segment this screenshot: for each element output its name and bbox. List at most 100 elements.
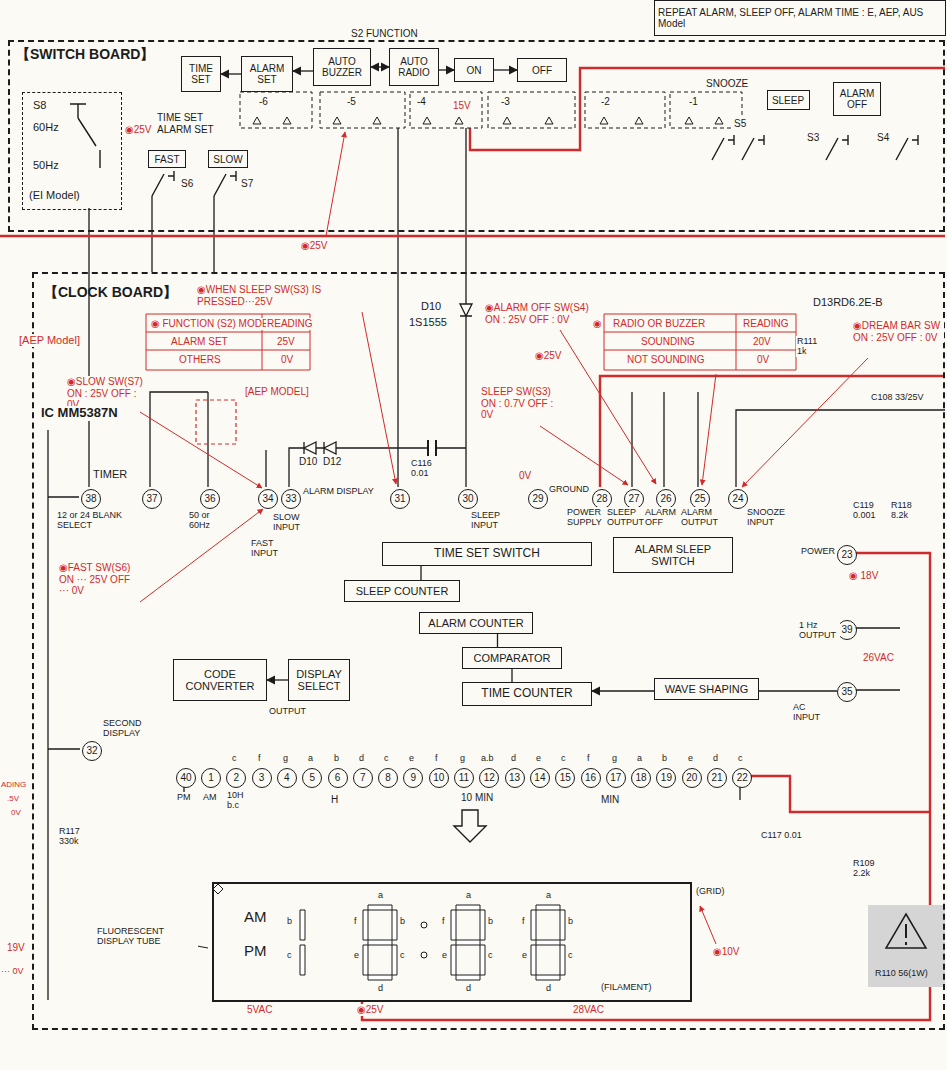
annotation-text: f xyxy=(521,916,526,926)
ic-pin: 15 xyxy=(555,768,575,788)
annotation-text: (FILAMENT) xyxy=(600,982,653,992)
ic-pin: 13 xyxy=(505,768,525,788)
pin-number: 26 xyxy=(660,494,671,504)
function-block: ALARM COUNTER xyxy=(419,612,533,634)
annotation-text: AM xyxy=(202,792,218,802)
pin-number: 2 xyxy=(234,773,240,783)
annotation-text: SLEEP OUTPUT xyxy=(606,507,644,528)
ic-pin: 6 xyxy=(328,768,348,788)
ic-pin: 23 xyxy=(837,545,857,565)
annotation-text: PM xyxy=(176,792,192,802)
function-block: OFF xyxy=(517,58,567,82)
ic-pin: 2 xyxy=(226,768,246,788)
annotation-text: SOUNDING xyxy=(640,336,696,348)
annotation-text: 20V xyxy=(752,336,772,348)
ic-pin: 16 xyxy=(581,768,601,788)
leader-line xyxy=(326,132,345,236)
annotation-text: POWER xyxy=(800,546,836,556)
annotation-text: c xyxy=(560,753,567,763)
pin-number: 20 xyxy=(686,773,697,783)
annotation-text: FAST INPUT xyxy=(250,538,292,559)
annotation-text: 19V xyxy=(6,942,26,954)
pin-number: 28 xyxy=(596,494,607,504)
leader-line xyxy=(140,412,262,488)
annotation-text: e xyxy=(687,753,694,763)
ic-pin: 38 xyxy=(81,489,101,509)
annotation-text: S5 xyxy=(733,118,747,130)
pin-number: 27 xyxy=(628,494,639,504)
safety-box xyxy=(868,905,945,987)
aep-option-box xyxy=(196,400,236,444)
annotation-text: a xyxy=(307,753,314,763)
ic-pin: 33 xyxy=(281,489,301,509)
annotation-text: READING xyxy=(742,318,790,330)
function-block: DISPLAY SELECT xyxy=(288,659,350,701)
annotation-text: ◉ FUNCTION (S2) MODE xyxy=(150,318,270,330)
annotation-text: f xyxy=(353,916,358,926)
annotation-text: b xyxy=(333,753,340,763)
annotation-text: a xyxy=(465,890,472,900)
annotation-text: 5VAC xyxy=(246,1004,273,1016)
wire xyxy=(48,128,945,1000)
function-block: SLEEP xyxy=(767,90,810,110)
indicator-diamond xyxy=(213,884,223,894)
annotation-text: ◉25V xyxy=(300,240,329,252)
connector xyxy=(511,669,512,682)
ic-pin: 20 xyxy=(682,768,702,788)
ic-pin: 28 xyxy=(592,489,612,509)
annotation-text: d xyxy=(358,753,365,763)
block-label: AUTO BUZZER xyxy=(317,56,367,78)
pin-number: 11 xyxy=(459,773,469,783)
annotation-text: ◉FAST SW(S6) ON ··· 25V OFF ··· 0V xyxy=(58,562,142,597)
block-label: SLOW xyxy=(213,154,242,165)
annotation-text: 1S1555 xyxy=(408,316,448,329)
annotation-text: f xyxy=(257,753,262,763)
annotation-text: C116 0.01 xyxy=(410,458,442,479)
ic-pin: 39 xyxy=(837,620,857,640)
annotation-text: f xyxy=(434,753,439,763)
connector xyxy=(439,69,454,70)
annotation-text: AC INPUT xyxy=(792,702,834,723)
annotation-text: g xyxy=(459,753,466,763)
function-block: CODE CONVERTER xyxy=(173,659,267,701)
annotation-text: ◉DREAM BAR SW ON : 25V OFF : 0V xyxy=(852,320,944,343)
block-label: ALARM SET xyxy=(245,63,289,85)
block-label: ALARM COUNTER xyxy=(428,617,523,629)
block-label: AUTO RADIO xyxy=(393,56,435,78)
annotation-text: D10 xyxy=(420,300,442,313)
annotation-text: e xyxy=(521,950,528,960)
annotation-text: -1 xyxy=(688,96,699,108)
annotation-text: a.b xyxy=(480,753,495,763)
block-label: SLEEP COUNTER xyxy=(356,585,449,597)
ic-pin: 11 xyxy=(454,768,474,788)
annotation-text: SLEEP SW(S3) ON : 0.7V OFF : 0V xyxy=(480,386,562,421)
pin-number: 16 xyxy=(585,773,596,783)
annotation-text: .5V xyxy=(6,794,20,803)
function-block: TIME SET xyxy=(181,56,221,92)
annotation-text: b xyxy=(661,753,668,763)
annotation-text: d xyxy=(545,983,552,993)
annotation-text: ADING xyxy=(0,780,27,789)
pin-number: 23 xyxy=(841,550,852,560)
warning-triangle xyxy=(886,914,926,948)
annotation-text: R109 2.2k xyxy=(852,858,894,879)
annotation-text: a xyxy=(636,753,643,763)
annotation-text: ◉10V xyxy=(712,946,741,958)
switch-section xyxy=(320,92,405,128)
pin-number: 19 xyxy=(661,773,672,783)
annotation-text: ALARM SET xyxy=(170,336,229,348)
annotation-text: [AEP MODEL] xyxy=(244,386,310,398)
annotation-text: 50 or 60Hz xyxy=(188,510,230,531)
function-block: TIME SET SWITCH xyxy=(382,542,592,566)
ic-pin: 24 xyxy=(728,489,748,509)
annotation-text: POWER SUPPLY xyxy=(566,507,606,528)
annotation-text: c xyxy=(231,753,238,763)
leader-line xyxy=(362,312,396,484)
annotation-text: READING xyxy=(266,318,314,330)
switch-section xyxy=(670,92,742,128)
function-block: ON xyxy=(454,58,494,82)
board-title: 【CLOCK BOARD】 xyxy=(44,284,177,302)
ic-pin: 3 xyxy=(252,768,272,788)
